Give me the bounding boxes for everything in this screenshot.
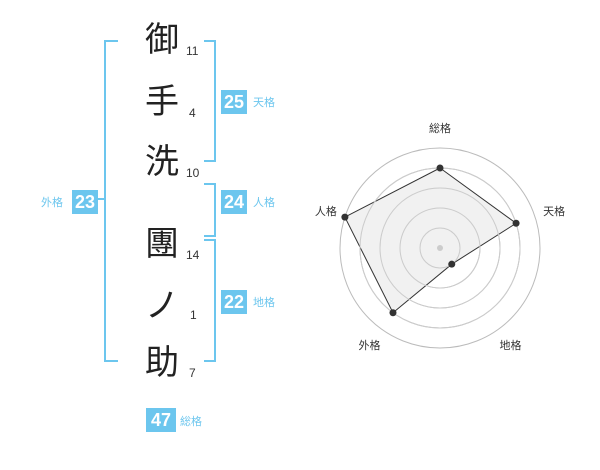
radar-point-4	[389, 309, 397, 317]
radar-axis-label-1: 総格	[429, 121, 451, 135]
stroke-count-2: 4	[189, 106, 196, 120]
radar-point-2	[512, 219, 520, 227]
radar-center	[437, 245, 443, 251]
radar-ring-inner	[399, 207, 481, 289]
jinkaku-bracket	[204, 183, 216, 237]
chikaku-badge: 22	[221, 290, 247, 314]
radar-axis-label-3: 地格	[500, 338, 522, 352]
name-char-4: 團	[145, 224, 179, 264]
jinkaku-label: 人格	[253, 196, 275, 209]
radar-point-3	[448, 260, 456, 268]
stroke-count-1: 11	[186, 44, 199, 58]
jinkaku-badge: 24	[221, 190, 247, 214]
gaikaku-badge: 23	[72, 190, 98, 214]
radar-ring	[339, 147, 541, 349]
radar-ring-inner	[419, 227, 461, 269]
chikaku-label: 地格	[253, 296, 275, 309]
name-char-5: ノ	[145, 286, 179, 326]
name-char-3: 洗	[145, 142, 179, 182]
stroke-count-5: 1	[190, 308, 197, 322]
stroke-count-4: 14	[186, 248, 200, 262]
stroke-count-3: 10	[186, 166, 200, 180]
radar-point-1	[436, 164, 444, 172]
radar-area	[344, 167, 517, 314]
chikaku-bracket	[204, 239, 216, 362]
gaikaku-bracket-tick	[98, 198, 104, 200]
tenkaku-label: 天格	[253, 96, 275, 109]
radar-axis-label-2: 天格	[543, 204, 565, 218]
gaikaku-label: 外格	[41, 196, 63, 209]
tenkaku-badge: 25	[221, 90, 247, 114]
radar-point-5	[341, 213, 349, 221]
stroke-count-6: 7	[189, 366, 196, 380]
name-char-1: 御	[145, 20, 179, 60]
name-char-6: 助	[145, 343, 179, 383]
gaikaku-bracket	[104, 40, 118, 362]
soukaku-label: 総格	[180, 415, 202, 428]
name-char-2: 手	[145, 82, 179, 122]
radar-axis-label-4: 外格	[358, 338, 380, 352]
soukaku-badge: 47	[146, 408, 176, 432]
tenkaku-bracket	[204, 40, 216, 162]
radar-ring-inner	[379, 187, 501, 309]
radar-axis-label-5: 人格	[315, 204, 337, 218]
